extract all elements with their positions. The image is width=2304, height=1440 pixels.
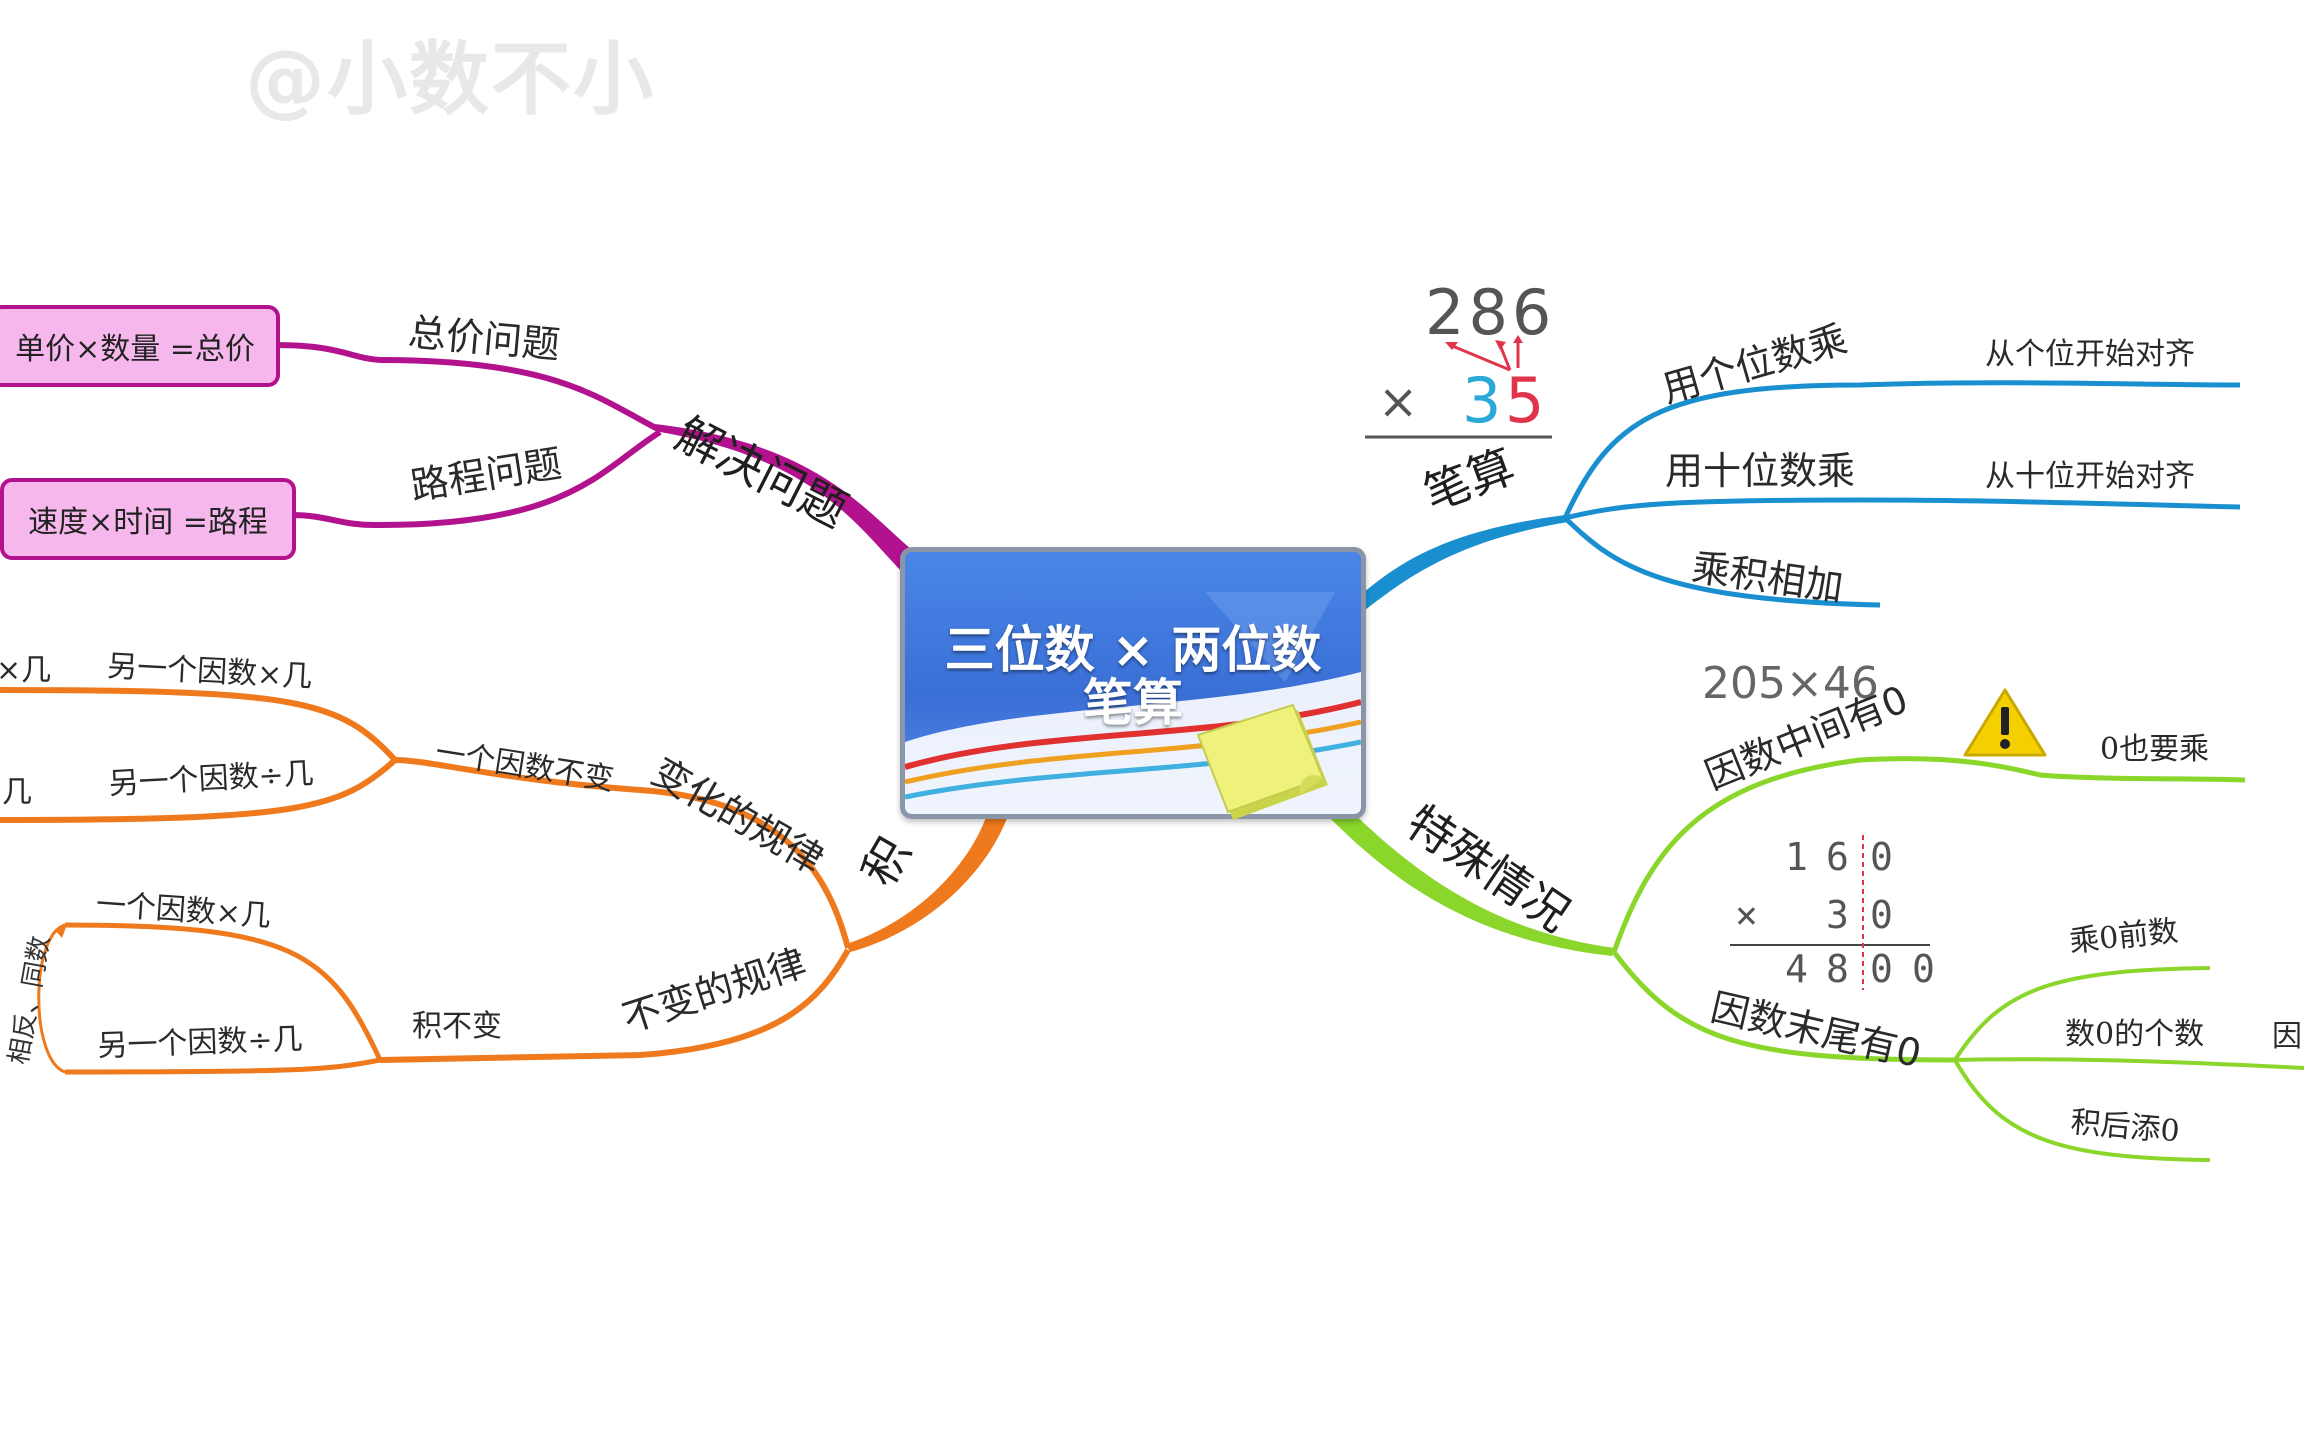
written-sub3-line xyxy=(1563,516,1881,608)
written-main-branch xyxy=(1355,515,1568,610)
solve-sub1-line xyxy=(274,342,381,363)
central-title-line2: 笔算 xyxy=(1083,673,1183,732)
end-leaf2-line xyxy=(1954,1057,2304,1070)
vertical-row3-d3: 0 xyxy=(1870,947,1893,991)
example-bottom-digit-a: 3 xyxy=(1462,364,1502,437)
vertical-row2-d2: 0 xyxy=(1870,893,1893,937)
sticky-note-icon xyxy=(1196,703,1328,820)
change-bottom-leaf-line xyxy=(0,757,398,823)
relation-arrow-head xyxy=(55,922,68,938)
change-top-leaf-line xyxy=(0,687,398,763)
vertical-times-sign: × xyxy=(1735,893,1758,937)
written-sub1-line xyxy=(1562,380,2241,520)
end-leaf1-line xyxy=(1953,966,2211,1062)
carry-arrow-heads xyxy=(1445,335,1523,350)
carry-arrows xyxy=(1449,343,1520,372)
vertical-row3-d2: 8 xyxy=(1826,947,1849,991)
end-leaf-2[interactable]: 数0的个数 xyxy=(2065,1017,2205,1052)
vertical-row1-d3: 0 xyxy=(1870,835,1893,879)
central-title-line1: 三位数 × 两位数 xyxy=(944,621,1322,679)
formula-box-distance[interactable]: 速度×时间 =路程 xyxy=(0,478,296,560)
vertical-row1-d1: 1 xyxy=(1785,835,1808,879)
solve-sub2-line xyxy=(289,512,381,529)
vertical-row1-d2: 6 xyxy=(1826,835,1849,879)
vertical-row2-d1: 3 xyxy=(1826,893,1849,937)
written-sub2-line xyxy=(1564,497,2241,521)
central-title: 三位数 × 两位数 笔算 xyxy=(905,624,1361,729)
nochange-top-leaf-line xyxy=(64,922,383,1062)
change-leaf-top-left[interactable]: ×几 xyxy=(0,653,52,688)
product-change-line xyxy=(394,757,851,949)
warning-icon xyxy=(1963,688,2047,757)
solve-main-branch xyxy=(655,424,925,575)
end-leaf-2-cut[interactable]: 因 xyxy=(2272,1019,2302,1054)
example-bottom-digit-b: 5 xyxy=(1505,364,1545,437)
relation-bracket xyxy=(37,923,66,1074)
written-sub1-leaf[interactable]: 从个位开始对齐 xyxy=(1985,337,2195,372)
vertical-row3-d4: 0 xyxy=(1912,947,1935,991)
product-main-branch xyxy=(846,805,1010,952)
formula-box-total-price[interactable]: 单价×数量 =总价 xyxy=(0,305,280,387)
written-sub2-label[interactable]: 用十位数乘 xyxy=(1665,449,1856,493)
nochange-leaf-bottom[interactable]: 另一个因数÷几 xyxy=(96,1021,304,1064)
special-mid-line xyxy=(1611,756,2246,953)
nochange-bottom-leaf-line xyxy=(64,1057,381,1075)
written-sub2-leaf[interactable]: 从十位开始对齐 xyxy=(1985,459,2195,494)
example-times-sign: × xyxy=(1378,374,1419,430)
product-nochange-line xyxy=(379,948,851,1063)
special-end-line xyxy=(1612,950,1956,1063)
end-leaf3-line xyxy=(1953,1059,2211,1162)
solve-fork-line xyxy=(379,357,662,433)
special-example-expr: 205×46 xyxy=(1702,658,1879,709)
watermark: @小数不小 xyxy=(245,33,655,126)
special-mid-leaf[interactable]: 0也要乘 xyxy=(2100,732,2210,767)
solve-fork-line-2 xyxy=(379,429,662,528)
change-leaf-bottom-left[interactable]: 几 xyxy=(2,775,32,810)
example-top-number: 286 xyxy=(1425,276,1556,349)
product-unchanged-label[interactable]: 积不变 xyxy=(412,1009,502,1044)
vertical-row3-d1: 4 xyxy=(1785,947,1808,991)
